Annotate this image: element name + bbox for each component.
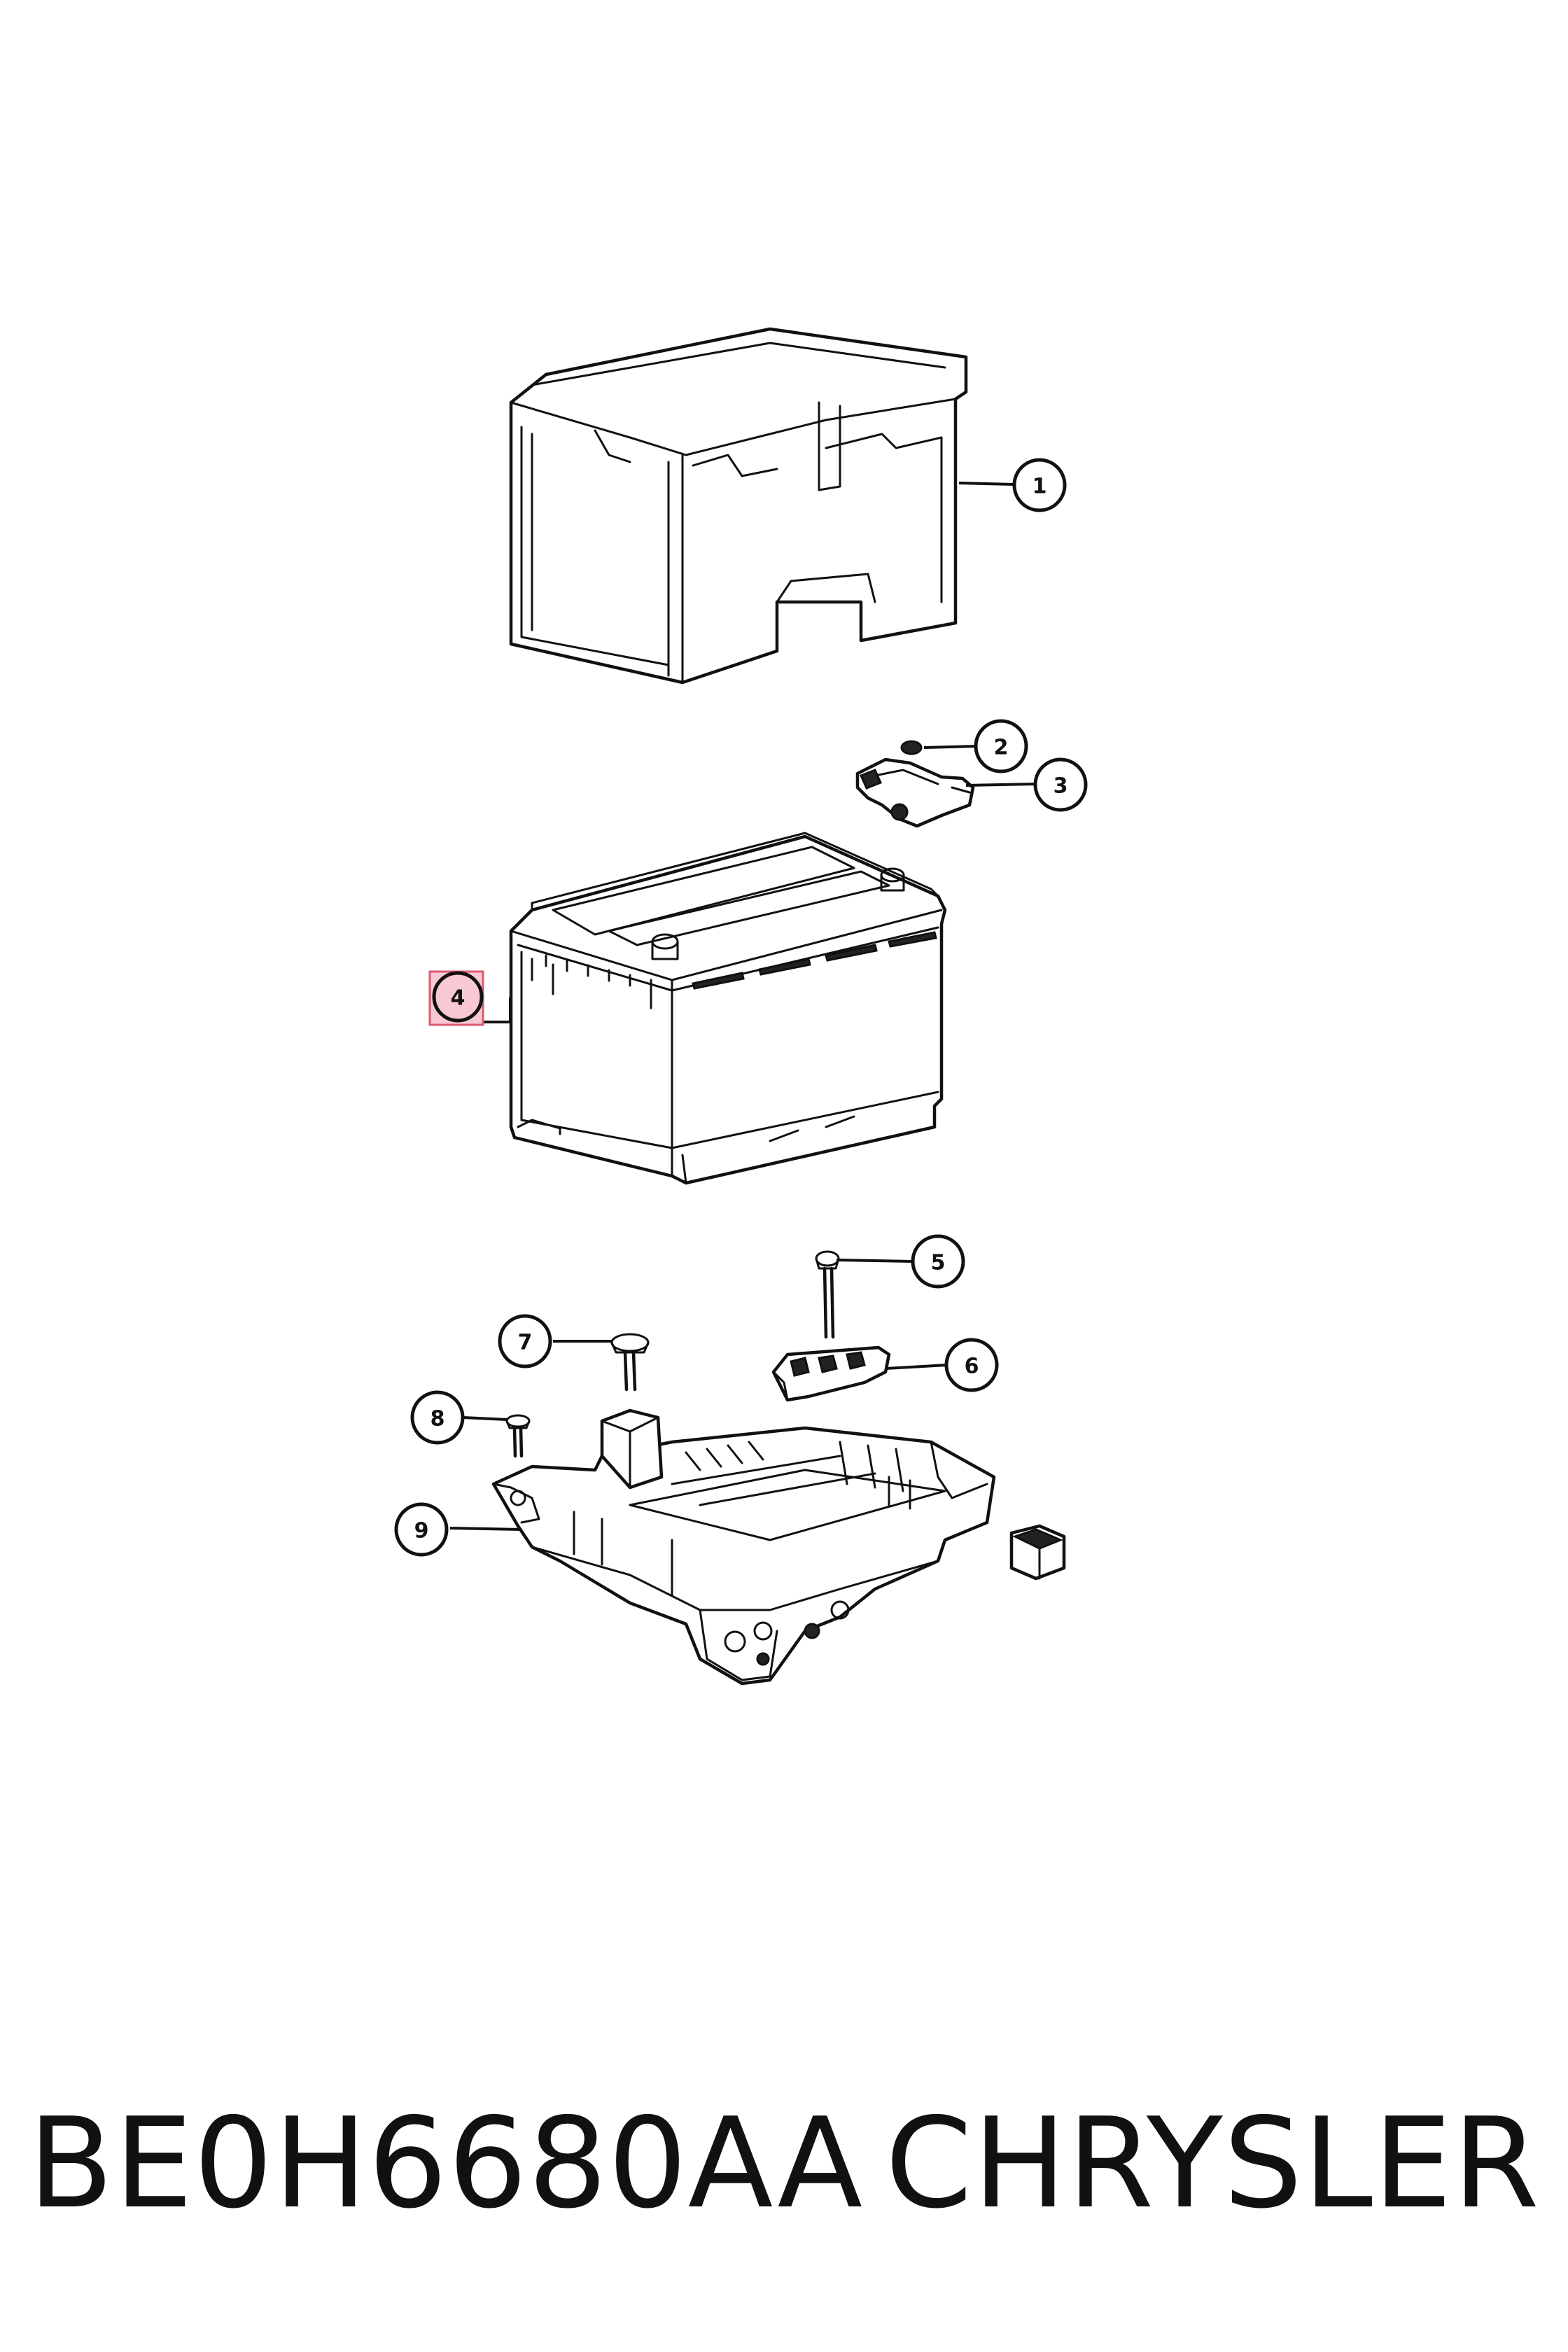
callout-2-label: 2 bbox=[994, 736, 1009, 760]
hold-down-bolt bbox=[815, 1250, 840, 1339]
callout-4-highlighted: 4 bbox=[428, 970, 484, 1026]
callout-5: 5 bbox=[911, 1234, 965, 1289]
battery bbox=[509, 832, 947, 1185]
callout-9: 9 bbox=[394, 1502, 449, 1557]
callout-3-label: 3 bbox=[1054, 774, 1068, 799]
callout-2: 2 bbox=[974, 719, 1028, 774]
leader-lines bbox=[449, 482, 1037, 1531]
tray-bolt bbox=[610, 1333, 650, 1392]
battery-tray bbox=[491, 1408, 996, 1686]
callout-8-label: 8 bbox=[430, 1407, 445, 1432]
callout-4-label: 4 bbox=[451, 986, 465, 1011]
callout-1: 1 bbox=[1012, 458, 1067, 512]
battery-cover bbox=[509, 327, 968, 685]
hold-down-clamp bbox=[771, 1345, 891, 1402]
callout-9-label: 9 bbox=[414, 1519, 429, 1544]
part-number: BE0H6680AA bbox=[28, 2090, 864, 2236]
brand-name: CHRYSLER bbox=[885, 2090, 1540, 2236]
callout-6: 6 bbox=[944, 1338, 999, 1392]
callout-7: 7 bbox=[498, 1314, 552, 1368]
callout-1-label: 1 bbox=[1032, 475, 1047, 499]
callout-3: 3 bbox=[1033, 757, 1088, 812]
callout-7-label: 7 bbox=[518, 1331, 533, 1355]
connector-block bbox=[1009, 1524, 1066, 1581]
callout-6-label: 6 bbox=[965, 1354, 979, 1379]
callout-5-label: 5 bbox=[931, 1251, 946, 1275]
tray-screw bbox=[505, 1414, 531, 1458]
battery-terminal-clamp bbox=[855, 740, 975, 828]
part-caption: BE0H6680AA CHRYSLER bbox=[28, 2079, 1540, 2247]
callout-8: 8 bbox=[410, 1390, 465, 1445]
